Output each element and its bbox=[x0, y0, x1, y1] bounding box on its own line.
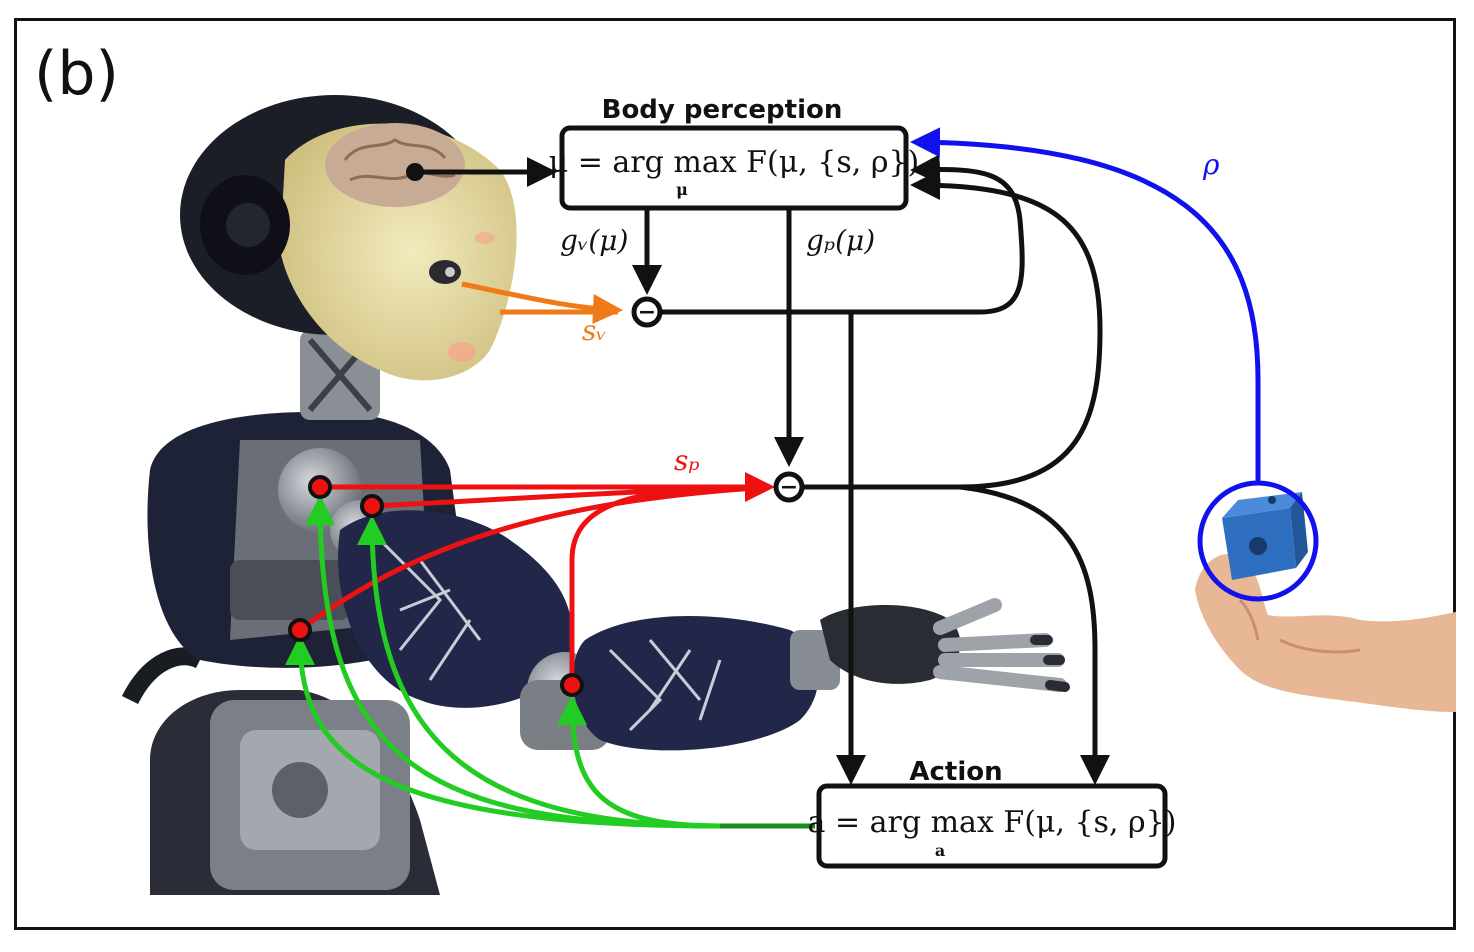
perception-argmax-subscript: μ bbox=[676, 180, 688, 199]
perception-equation: μ = arg max F(μ, {s, ρ}) bbox=[549, 145, 920, 180]
gv-label: gᵥ(μ) bbox=[560, 224, 628, 257]
visual-input bbox=[461, 281, 623, 324]
minus-sign-proprioceptive: − bbox=[780, 475, 798, 500]
body-perception-box: Body perception μ = arg max F(μ, {s, ρ})… bbox=[549, 95, 920, 211]
sv-arrow-upper bbox=[461, 281, 623, 324]
sp-label: sₚ bbox=[674, 444, 700, 477]
brain-icon bbox=[325, 123, 465, 207]
action-box: Action a = arg max F(μ, {s, ρ}) a bbox=[808, 757, 1177, 869]
ep-to-action-arrow bbox=[959, 484, 1110, 785]
ev-feedback-arrow bbox=[660, 154, 1025, 315]
body-perception-title: Body perception bbox=[602, 95, 843, 125]
black-connections bbox=[406, 154, 1110, 785]
rho-arrow bbox=[910, 127, 1261, 483]
hand-illustration bbox=[1195, 554, 1456, 712]
robot-illustration bbox=[121, 95, 1070, 895]
rho-input bbox=[910, 127, 1319, 602]
joint-torso bbox=[288, 618, 312, 642]
joint-shoulder-2 bbox=[360, 494, 384, 518]
joint-elbow bbox=[560, 673, 584, 697]
action-argmax-subscript: a bbox=[935, 841, 945, 860]
joint-markers bbox=[288, 475, 584, 697]
comparator-visual: − bbox=[631, 296, 663, 328]
sv-label: sᵥ bbox=[582, 314, 607, 347]
gp-label: gₚ(μ) bbox=[806, 224, 875, 257]
panel-label: (b) bbox=[34, 39, 119, 109]
comparator-proprioceptive: − bbox=[773, 471, 805, 503]
action-equation: a = arg max F(μ, {s, ρ}) bbox=[808, 805, 1177, 840]
rho-label: ρ bbox=[1202, 148, 1220, 181]
minus-sign-visual: − bbox=[638, 300, 656, 325]
cube-icon bbox=[1222, 492, 1308, 580]
joint-shoulder-1 bbox=[308, 475, 332, 499]
action-output bbox=[285, 495, 815, 829]
proprioceptive-input bbox=[298, 472, 775, 685]
ep-feedback-arrow bbox=[803, 170, 1103, 490]
action-title: Action bbox=[909, 757, 1002, 787]
